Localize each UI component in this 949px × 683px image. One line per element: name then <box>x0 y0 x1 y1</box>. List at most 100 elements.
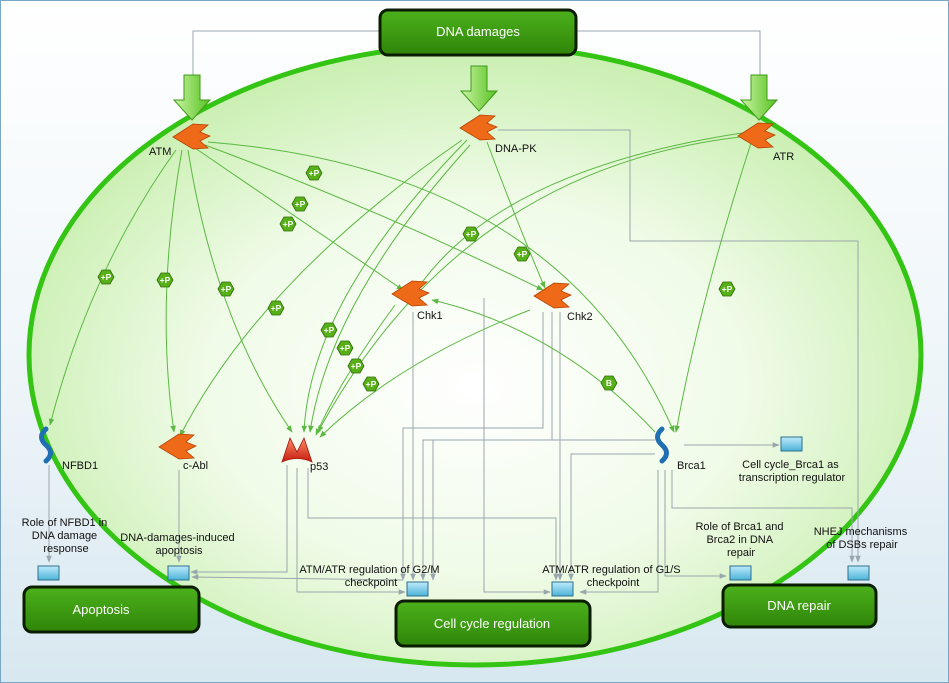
badge-phospho: +P <box>217 281 235 297</box>
protein-label-brca1[interactable]: Brca1 <box>677 460 706 472</box>
protein-label-nfbd1[interactable]: NFBD1 <box>62 460 98 472</box>
process-icon-brca1-tr[interactable] <box>780 436 803 452</box>
box-label-apoptosis: Apoptosis <box>72 602 130 617</box>
badge-phospho: +P <box>347 358 365 374</box>
svg-text:+P: +P <box>340 343 351 353</box>
kinase-icon-cabl <box>158 433 197 460</box>
badge-binding: B <box>600 375 618 391</box>
badge-phospho: +P <box>305 165 323 181</box>
edge-dnapk-p53 <box>301 139 468 433</box>
badge-phospho: +P <box>291 196 309 212</box>
svg-text:+P: +P <box>517 249 528 259</box>
box-label-dna-repair: DNA repair <box>767 598 831 613</box>
link-brca1-g1s <box>568 453 655 581</box>
box-label-dna-damages: DNA damages <box>436 24 520 39</box>
link-p53-g2m <box>296 468 406 595</box>
process-label-apoptosis: DNA-damages-induced apoptosis <box>120 532 237 557</box>
process-icon-nhej[interactable] <box>847 565 870 581</box>
svg-text:B: B <box>606 378 612 388</box>
transcription-factor-icon-p53 <box>281 436 313 463</box>
protein-label-atm[interactable]: ATM <box>149 146 171 158</box>
badge-phospho: +P <box>718 281 736 297</box>
cell-membrane <box>26 42 924 668</box>
edge-atm-cabl <box>165 149 183 433</box>
process-label-nhej: NHEJ mechanisms of DSBs repair <box>814 526 911 551</box>
process-icon-g1s[interactable] <box>551 581 574 597</box>
edge-dnapk-p53-b <box>308 144 471 433</box>
box-label-cell-cycle: Cell cycle regulation <box>434 616 550 631</box>
process-label-g2m: ATM/ATR regulation of G2/M checkpoint <box>299 564 442 589</box>
link-brca1-repair <box>664 470 727 579</box>
protein-label-cabl[interactable]: c-Abl <box>183 460 208 472</box>
svg-text:+P: +P <box>295 199 306 209</box>
link-g2m-apoptosis <box>191 574 404 581</box>
input-arrow-atm <box>172 74 212 121</box>
svg-text:+P: +P <box>366 379 377 389</box>
badge-phospho: +P <box>97 269 115 285</box>
edge-chk2-p53 <box>319 309 531 438</box>
edge-brca1-chk1 <box>431 298 656 433</box>
process-label-brca-repair: Role of Brca1 and Brca2 in DNA repair <box>695 521 786 559</box>
protein-icon-brca1 <box>655 426 669 464</box>
kinase-icon-dnapk <box>459 114 498 141</box>
badge-phospho: +P <box>462 226 480 242</box>
process-label-nfbd1-role: Role of NFBD1 in DNA damage response <box>22 517 111 555</box>
protein-labels: ATM DNA-PK ATR Chk1 Chk2 NFBD1 c-Abl p53… <box>62 143 794 473</box>
box-dna-damages[interactable]: DNA damages <box>378 8 578 57</box>
process-labels: Role of NFBD1 in DNA damage response DNA… <box>22 459 911 589</box>
activation-arrows <box>48 132 753 438</box>
process-label-brca1-tr: Cell cycle_Brca1 as transcription regula… <box>739 459 846 484</box>
box-dna-repair[interactable]: DNA repair <box>721 583 878 629</box>
svg-text:+P: +P <box>283 219 294 229</box>
edge-chk1-p53 <box>315 304 396 436</box>
link-dna-atr <box>576 30 761 75</box>
protein-icon-nfbd1 <box>39 426 53 464</box>
box-cell-cycle-regulation[interactable]: Cell cycle regulation <box>394 599 592 648</box>
edge-atm-chk2 <box>204 144 544 291</box>
kinase-icon-chk2 <box>533 282 572 309</box>
svg-text:+P: +P <box>101 272 112 282</box>
svg-text:+P: +P <box>722 284 733 294</box>
kinases <box>158 114 776 460</box>
protein-label-p53[interactable]: p53 <box>310 461 328 473</box>
box-apoptosis[interactable]: Apoptosis <box>22 585 201 634</box>
edge-dnapk-cabl <box>179 139 463 437</box>
process-label-g1s: ATM/ATR regulation of G1/S checkpoint <box>542 564 683 589</box>
process-icon-apoptosis[interactable] <box>167 565 190 581</box>
edge-atm-p53 <box>187 149 293 433</box>
protein-label-chk2[interactable]: Chk2 <box>567 311 593 323</box>
svg-text:+P: +P <box>309 168 320 178</box>
protein-label-chk1[interactable]: Chk1 <box>417 310 443 322</box>
badge-phospho: +P <box>362 376 380 392</box>
protein-label-dnapk[interactable]: DNA-PK <box>495 143 537 155</box>
input-arrow-atr <box>739 74 779 121</box>
badge-phospho: +P <box>267 300 285 316</box>
svg-text:+P: +P <box>221 284 232 294</box>
badge-phospho: +P <box>336 340 354 356</box>
link-dna-atm <box>192 30 380 75</box>
process-icon-g2m[interactable] <box>406 581 429 597</box>
link-chk2-g2m <box>400 312 544 581</box>
dna-damage-input-arrows <box>172 65 779 121</box>
kinase-icon-chk1 <box>391 280 430 307</box>
edge-atr-chk1 <box>417 132 743 289</box>
edge-atm-brca1 <box>207 141 675 433</box>
link-brca1-nhej <box>671 470 855 563</box>
process-icons <box>37 436 870 597</box>
link-brca1-g1s-b <box>579 470 659 595</box>
edge-atm-chk1 <box>194 147 404 291</box>
link-p53-g1s <box>307 468 559 581</box>
badge-phospho: +P <box>513 246 531 262</box>
link-p53-apoptosis <box>190 465 288 575</box>
svg-text:+P: +P <box>466 229 477 239</box>
edge-atr-brca1 <box>674 139 753 433</box>
process-icon-nfbd1-role[interactable] <box>37 565 60 581</box>
svg-text:+P: +P <box>271 303 282 313</box>
process-icon-brca-repair[interactable] <box>729 565 752 581</box>
protein-label-atr[interactable]: ATR <box>773 151 794 163</box>
link-chk1-g1s <box>483 298 551 595</box>
edge-dnapk-chk2 <box>486 141 546 289</box>
kinase-icon-atm <box>172 123 211 150</box>
